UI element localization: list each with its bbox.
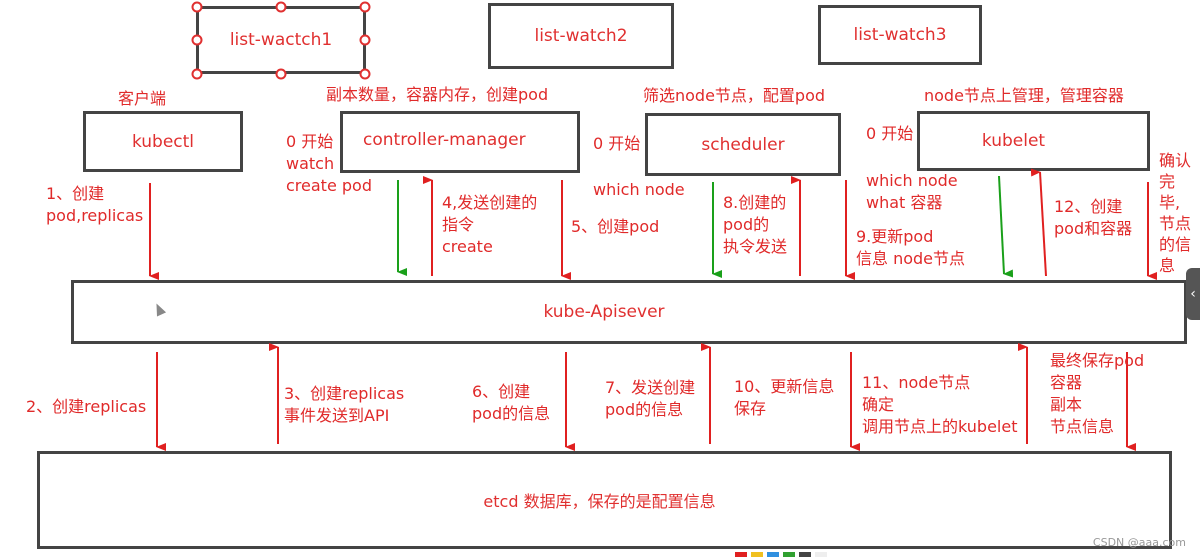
final-save-label: 最终保存pod 容器 副本 节点信息 [1050, 351, 1145, 436]
color-swatch-blue[interactable] [767, 552, 779, 557]
color-swatch-green[interactable] [783, 552, 795, 557]
apiserver-box: kube-Apisever [71, 280, 1187, 344]
resize-handle[interactable] [275, 68, 287, 80]
watermark: CSDN @aaa.com [1092, 536, 1186, 549]
arrow-step12 [1030, 168, 1047, 277]
resize-handle[interactable] [191, 34, 203, 46]
step1-label: 1、创建 pod,replicas [46, 184, 144, 225]
list-watch2-box: list-watch2 [488, 3, 674, 69]
step6-label: 6、创建 pod的信息 [472, 382, 551, 423]
color-swatch-yellow[interactable] [751, 552, 763, 557]
confirm-label: 确认 完 毕, 节点 的信 息 [1159, 151, 1192, 275]
collapse-sidebar-button[interactable]: ‹ [1186, 268, 1200, 320]
resize-handle[interactable] [359, 68, 371, 80]
color-palette[interactable] [735, 552, 827, 557]
kubectl-caption: 客户端 [118, 89, 167, 108]
arrow-kubelet-watch [998, 175, 1014, 278]
step3-label: 3、创建replicas 事件发送到API [284, 384, 405, 425]
step10-label: 10、更新信息 保存 [734, 377, 835, 418]
resize-handle[interactable] [275, 1, 287, 13]
color-swatch-white[interactable] [815, 552, 827, 557]
list-watch1-box[interactable]: list-wactch1 [196, 6, 366, 74]
etcd-box: etcd 数据库，保存的是配置信息 [37, 451, 1172, 549]
scheduler-which-label: which node [593, 180, 685, 199]
step5-label: 5、创建pod [571, 217, 660, 236]
chevron-left-icon: ‹ [1190, 286, 1196, 302]
step2-label: 2、创建replicas [26, 397, 147, 416]
list-watch2-label: list-watch2 [534, 26, 628, 46]
scheduler-start-label: 0 开始 [593, 134, 641, 153]
list-watch3-label: list-watch3 [853, 25, 947, 45]
step12-label: 12、创建 pod和容器 [1054, 197, 1133, 238]
list-watch3-box: list-watch3 [818, 5, 982, 65]
resize-handle[interactable] [359, 34, 371, 46]
scheduler-label: scheduler [701, 134, 785, 155]
kubelet-label: kubelet [981, 131, 1046, 151]
kubectl-box: kubectl [83, 111, 243, 172]
controller-manager-caption: 副本数量，容器内存，创建pod [326, 85, 549, 104]
resize-handle[interactable] [359, 1, 371, 13]
scheduler-caption: 筛选node节点，配置pod [643, 86, 826, 105]
list-watch1-label: list-wactch1 [229, 30, 333, 50]
kubectl-label: kubectl [131, 131, 195, 152]
kubelet-start-label: 0 开始 [866, 124, 914, 143]
step11-label: 11、node节点 确定 调用节点上的kubelet [862, 373, 1018, 436]
color-swatch-red[interactable] [735, 552, 747, 557]
resize-handle[interactable] [191, 68, 203, 80]
kubelet-which-label: which node what 容器 [866, 171, 958, 212]
resize-handle[interactable] [191, 1, 203, 13]
step7-label: 7、发送创建 pod的信息 [605, 378, 696, 419]
step9-label: 9.更新pod 信息 node节点 [856, 227, 966, 268]
cm-start-label: 0 开始 watch create pod [286, 132, 372, 195]
step8-label: 8.创建的 pod的 执令发送 [723, 193, 788, 256]
etcd-label: etcd 数据库，保存的是配置信息 [483, 492, 716, 511]
scheduler-box: scheduler [645, 113, 841, 176]
controller-manager-label: controller-manager [363, 130, 526, 150]
step4-label: 4,发送创建的 指令 create [442, 193, 538, 256]
color-swatch-black[interactable] [799, 552, 811, 557]
controller-manager-box: controller-manager [340, 111, 580, 173]
apiserver-label: kube-Apisever [543, 302, 665, 322]
kubelet-caption: node节点上管理，管理容器 [924, 86, 1124, 105]
